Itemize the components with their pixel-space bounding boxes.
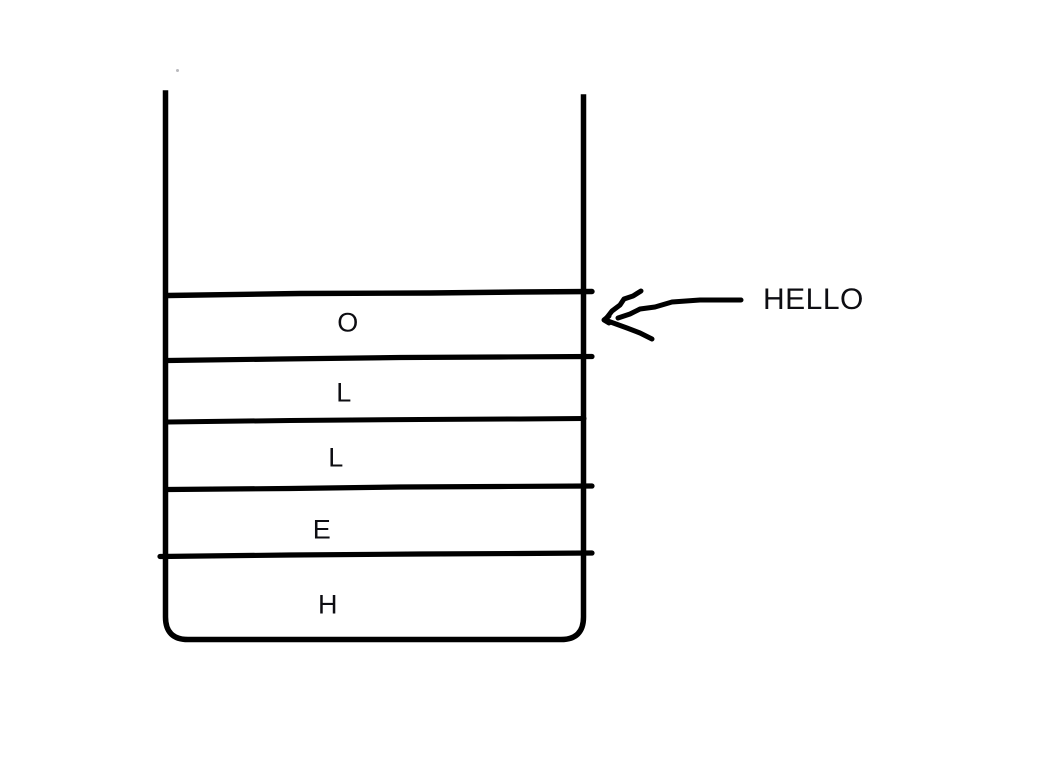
divider-top-of-o xyxy=(165,288,595,299)
stack-cell-l-upper-label: L xyxy=(336,377,352,408)
stack-cell-l-lower-label: L xyxy=(328,442,344,473)
stack-cell-o-label: O xyxy=(337,307,359,338)
stack-cell-h-label: H xyxy=(318,589,338,620)
stack-container xyxy=(162,90,587,643)
stack-dividers xyxy=(157,288,595,560)
pointer-arrow-barb-upper xyxy=(602,288,644,323)
pointer-arrow-shaft xyxy=(615,297,744,321)
stack-container-outline xyxy=(162,90,587,643)
divider-o-l xyxy=(165,353,595,364)
pointer-arrow-tip xyxy=(601,313,612,326)
pointer-arrow xyxy=(601,288,744,342)
divider-l-l xyxy=(165,416,587,425)
pointer-arrow-barb-lower xyxy=(602,317,655,342)
stray-mark xyxy=(176,69,179,72)
divider-l-e xyxy=(165,483,595,493)
stack-cell-e-label: E xyxy=(312,514,332,545)
divider-e-h xyxy=(157,550,595,560)
hello-annotation-label: HELLO xyxy=(763,283,864,316)
